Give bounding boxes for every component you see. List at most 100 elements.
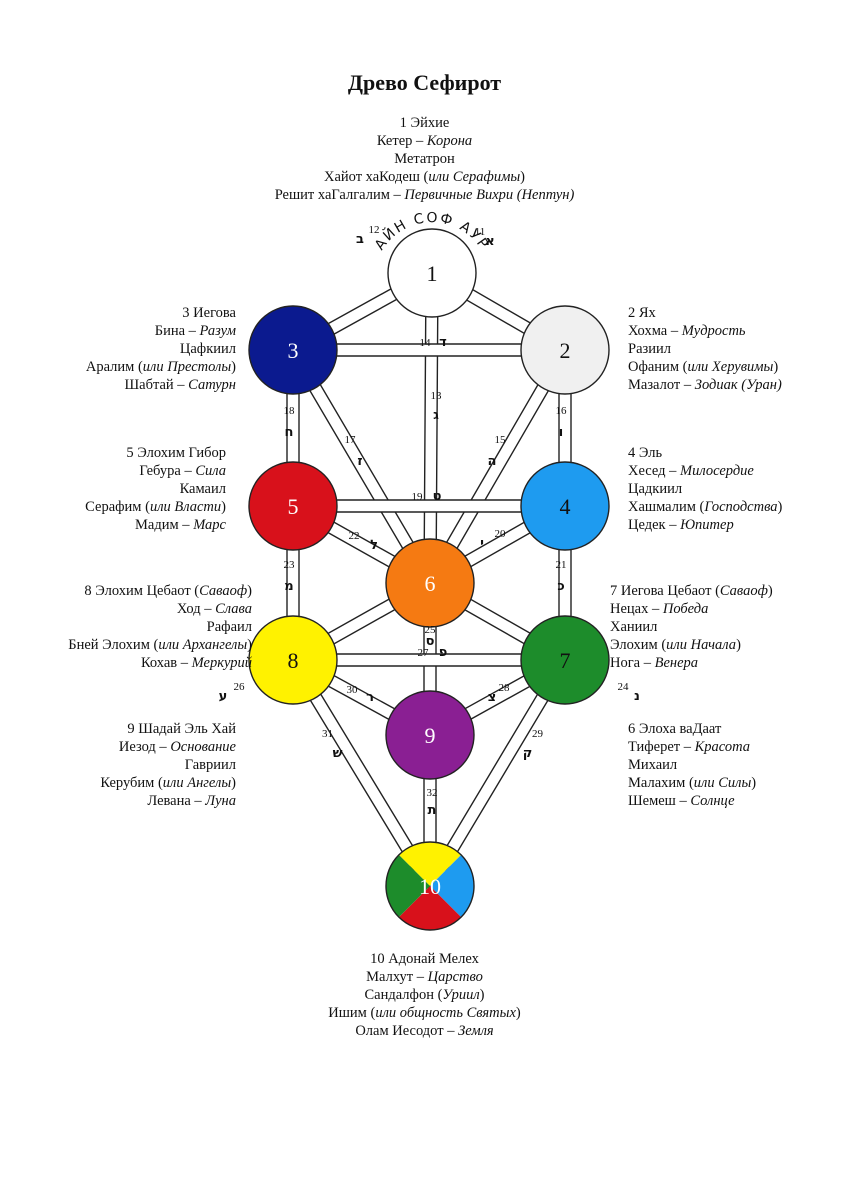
path-number-26: 26 bbox=[234, 681, 246, 693]
description-text: Хесед – bbox=[628, 463, 681, 479]
description-italic-text: Земля bbox=[458, 1023, 494, 1039]
description-italic-text: Мудрость bbox=[681, 323, 746, 339]
sephira-number: 8 bbox=[288, 648, 299, 673]
description-line: Хесед – Милосердие bbox=[628, 462, 782, 480]
description-text: Шемеш – bbox=[628, 793, 691, 809]
description-line: 1 Эйхие bbox=[0, 114, 849, 132]
sephira-number: 7 bbox=[560, 648, 571, 673]
description-text: Малхут – bbox=[366, 969, 428, 985]
description-line: Офаним (или Херувимы) bbox=[628, 358, 782, 376]
description-text: Шабтай – bbox=[124, 377, 189, 393]
description-italic-text: Разум bbox=[199, 323, 236, 339]
description-text: ) bbox=[773, 359, 779, 375]
sephira-circle bbox=[385, 690, 475, 780]
description-text: Нога – bbox=[610, 655, 655, 671]
path-letter-12: ב bbox=[356, 232, 364, 247]
path-letter-19: ט bbox=[433, 489, 442, 504]
description-line: Малахим (или Силы) bbox=[628, 774, 756, 792]
path-letter-32: ת bbox=[428, 803, 437, 818]
description-text: Тиферет – bbox=[628, 739, 695, 755]
description-text: Гебура – bbox=[139, 463, 196, 479]
description-text: 10 Адонай Мелех bbox=[370, 951, 479, 967]
path-number-15: 15 bbox=[495, 434, 507, 446]
description-text: Офаним ( bbox=[628, 359, 688, 375]
description-text: ) bbox=[231, 775, 236, 791]
sephira-number: 9 bbox=[425, 723, 436, 748]
description-text: ) bbox=[221, 499, 226, 515]
description-line: 3 Иегова bbox=[60, 304, 236, 322]
description-italic-text: Саваоф bbox=[199, 583, 248, 599]
path-number-28: 28 bbox=[499, 682, 511, 694]
sephira-circle bbox=[520, 305, 610, 395]
description-text: ) bbox=[247, 637, 252, 653]
description-italic-text: или общность Святых bbox=[375, 1005, 516, 1021]
description-text: ) bbox=[767, 583, 773, 599]
path-number-31: 31 bbox=[322, 728, 333, 740]
description-line: Керубим (или Ангелы) bbox=[60, 774, 236, 792]
sephira-number: 6 bbox=[425, 571, 436, 596]
path-letter-25: ס bbox=[426, 634, 435, 649]
path-number-30: 30 bbox=[347, 684, 359, 696]
path-number-29: 29 bbox=[532, 728, 544, 740]
description-line: Камаил bbox=[50, 480, 226, 498]
description-italic-text: Сатурн bbox=[188, 377, 236, 393]
description-text: Олам Иесодот – bbox=[355, 1023, 459, 1039]
description-text: Бней Элохим ( bbox=[68, 637, 159, 653]
path-number-19: 19 bbox=[412, 491, 424, 503]
description-line: Элохим (или Начала) bbox=[610, 636, 773, 654]
path-number-18: 18 bbox=[284, 405, 296, 417]
description-text: ) bbox=[777, 499, 783, 515]
description-line: Мадим – Марс bbox=[50, 516, 226, 534]
path-number-22: 22 bbox=[349, 530, 360, 542]
description-italic-text: Зодиак (Уран) bbox=[694, 377, 782, 393]
description-text: Ханиил bbox=[610, 619, 658, 635]
description-text: 7 Иегова Цебаот ( bbox=[610, 583, 720, 599]
sephira-9: 9 bbox=[385, 690, 475, 780]
description-text: Камаил bbox=[179, 481, 226, 497]
description-italic-text: или Престолы bbox=[142, 359, 232, 375]
description-line: Хайот хаКодеш (или Серафимы) bbox=[0, 168, 849, 186]
description-line: Иезод – Основание bbox=[60, 738, 236, 756]
path-number-21: 21 bbox=[556, 559, 567, 571]
description-line: Рафаил bbox=[40, 618, 252, 636]
description-text: Хашмалим ( bbox=[628, 499, 705, 515]
description-text: Сандалфон ( bbox=[364, 987, 443, 1003]
path-letter-27: פ bbox=[439, 645, 448, 660]
sephira-number: 2 bbox=[560, 338, 571, 363]
path-letter-29: ק bbox=[523, 746, 533, 761]
description-line: 8 Элохим Цебаот (Саваоф) bbox=[40, 582, 252, 600]
description-text: 1 Эйхие bbox=[399, 115, 450, 131]
description-text: Ход – bbox=[176, 601, 216, 617]
path-letter-26: ע bbox=[219, 689, 228, 704]
path-number-23: 23 bbox=[284, 559, 296, 571]
sephira-10-left-quarter bbox=[386, 854, 430, 918]
description-text: Малахим ( bbox=[628, 775, 694, 791]
sephira-3: 3 bbox=[248, 305, 338, 395]
description-italic-text: Милосердие bbox=[680, 463, 754, 479]
sephira-4: 4 bbox=[520, 461, 610, 551]
description-line: 5 Элохим Гибор bbox=[50, 444, 226, 462]
path-letter-15: ה bbox=[488, 454, 497, 469]
description-italic-text: или Серафимы bbox=[428, 169, 521, 185]
description-line: Нецах – Победа bbox=[610, 600, 773, 618]
path-number-11: 11 bbox=[475, 226, 486, 238]
description-text: Хохма – bbox=[628, 323, 682, 339]
description-text: ) bbox=[231, 359, 236, 375]
description-line: Цафкиил bbox=[60, 340, 236, 358]
description-text: Разиил bbox=[628, 341, 671, 357]
description-italic-text: или Власти bbox=[149, 499, 222, 515]
description-text: Аралим ( bbox=[85, 359, 143, 375]
description-italic-text: Господства bbox=[704, 499, 778, 515]
description-text: Левана – bbox=[147, 793, 206, 809]
description-text: ) bbox=[736, 637, 741, 653]
sephira-6: 6 bbox=[385, 538, 475, 628]
description-text: ) bbox=[751, 775, 757, 791]
path-letter-31: ש bbox=[333, 746, 343, 761]
path-number-16: 16 bbox=[556, 405, 568, 417]
description-text: Нецах – bbox=[610, 601, 663, 617]
